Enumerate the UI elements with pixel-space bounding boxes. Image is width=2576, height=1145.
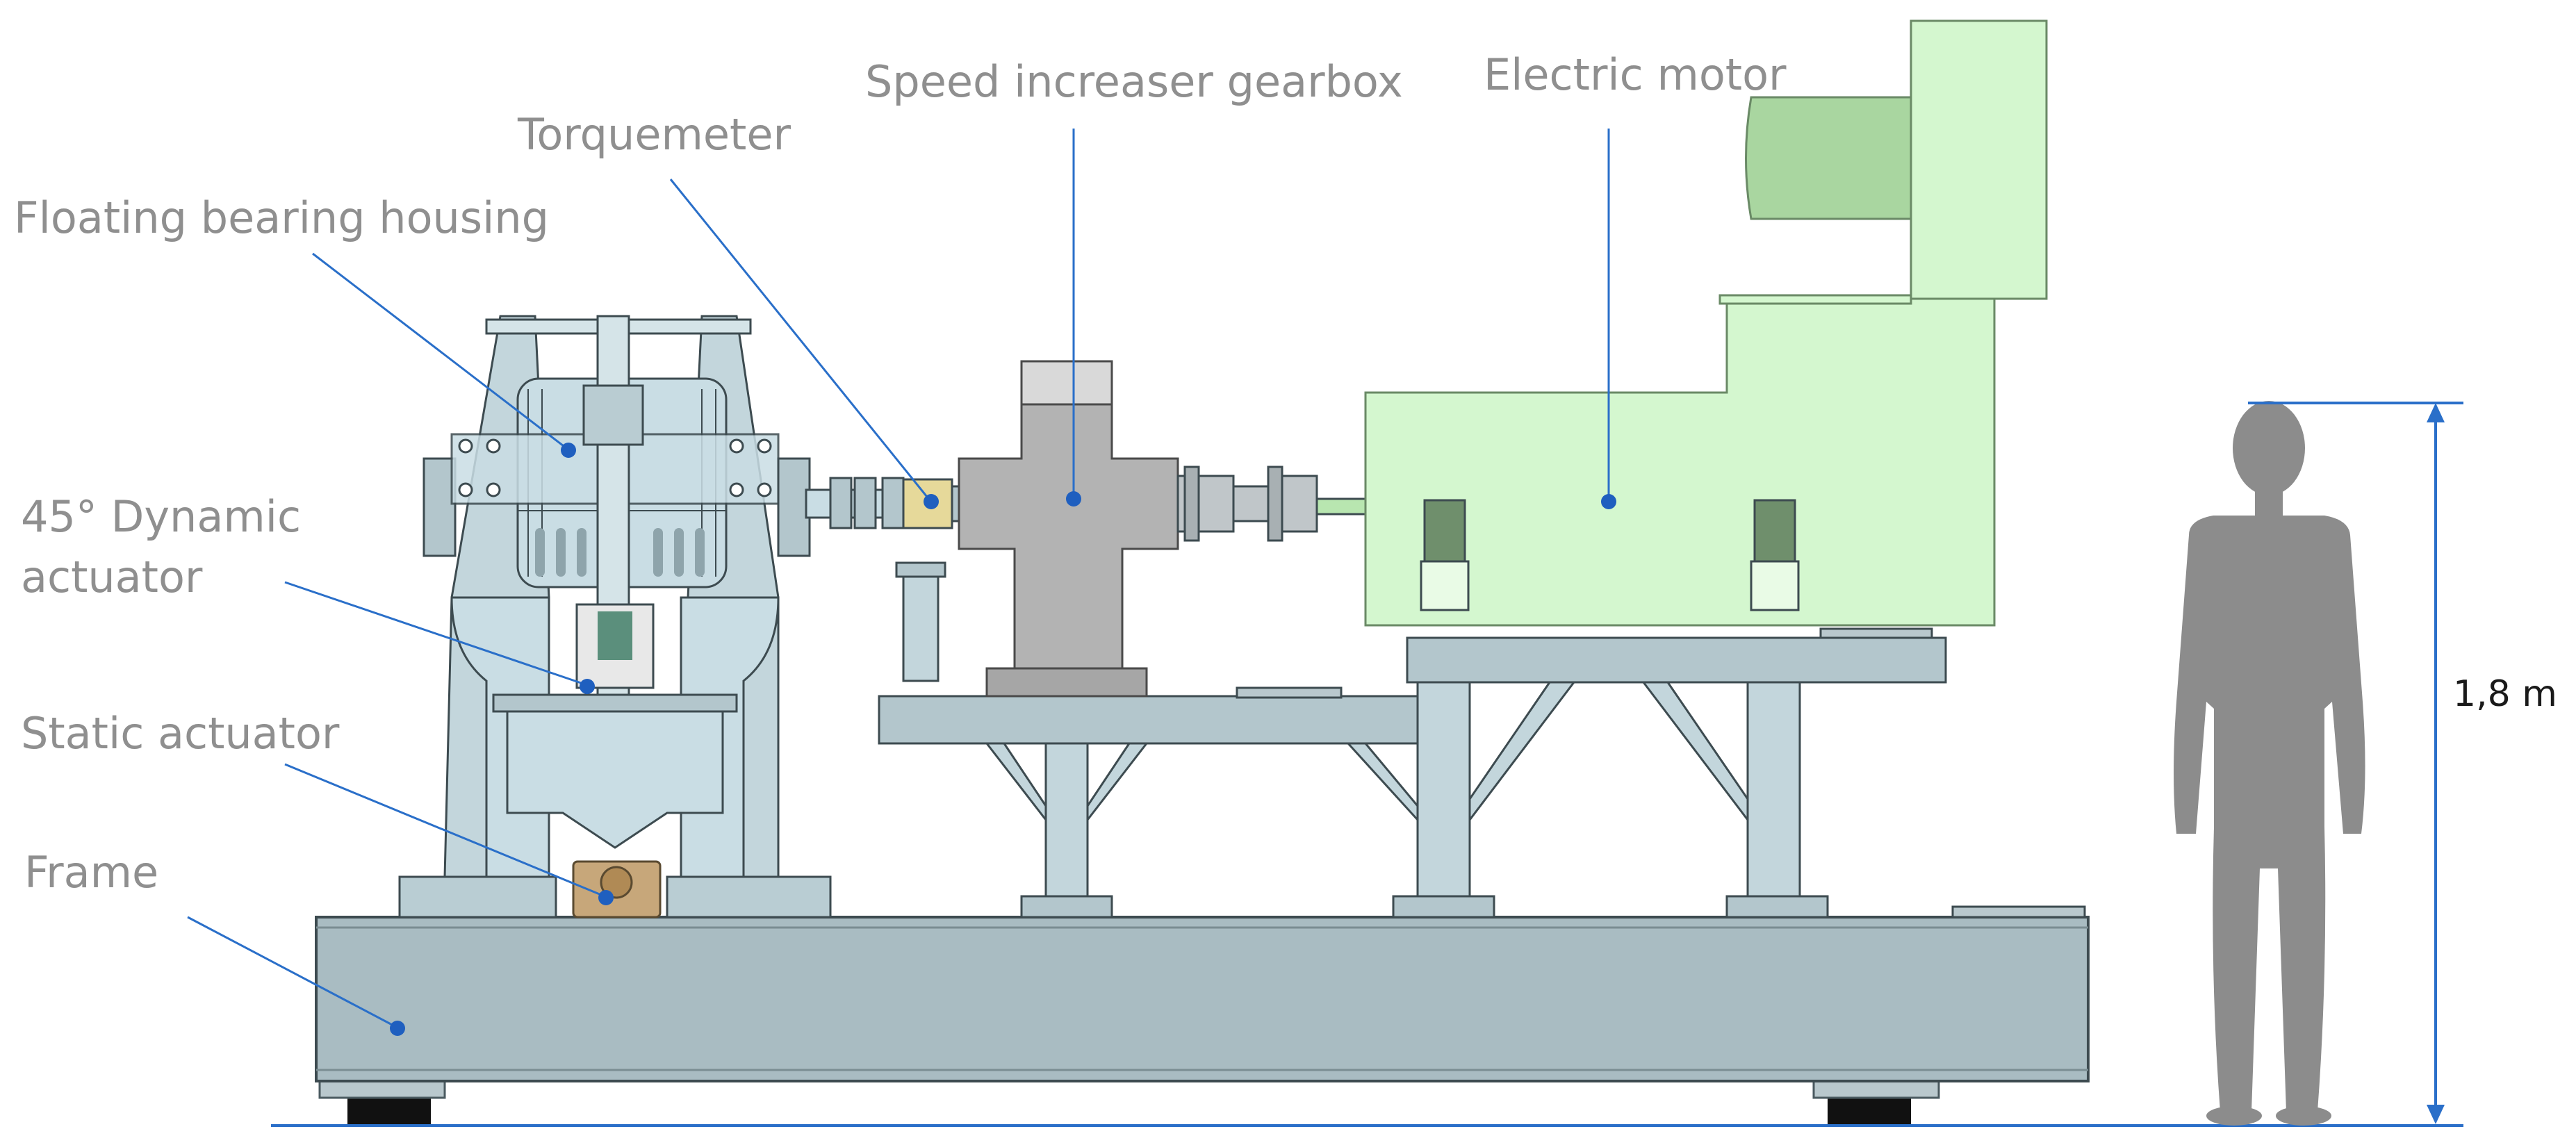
label-dynamic-actuator-line1: 45° Dynamic <box>21 491 302 542</box>
marker-torquemeter <box>924 494 939 509</box>
marker-frame <box>390 1021 405 1036</box>
leader-lines <box>187 129 1610 1028</box>
leader-dynamic-actuator <box>284 581 586 686</box>
frame-feet-left <box>347 1098 431 1124</box>
frame-feet-right <box>1828 1098 1911 1124</box>
human-silhouette <box>2174 401 2365 1126</box>
frame-foot-plate-right <box>1812 1080 1940 1099</box>
leader-torquemeter <box>669 179 931 501</box>
height-dimension-arrow <box>2248 402 2463 1124</box>
frame-assembly <box>315 905 2090 1124</box>
motor-coupling <box>1176 466 1367 542</box>
marker-floating-bearing-housing <box>561 443 576 458</box>
marker-gearbox <box>1066 491 1081 506</box>
gearbox-table <box>878 686 1419 919</box>
shaft-train <box>805 477 965 682</box>
label-height-dimension: 1,8 m <box>2453 673 2557 715</box>
electric-motor <box>1364 19 2048 627</box>
leader-frame <box>187 916 397 1028</box>
label-dynamic-actuator-line2: actuator <box>21 552 203 602</box>
label-speed-increaser-gearbox: Speed increaser gearbox <box>865 56 1403 107</box>
leader-markers <box>390 443 1616 1036</box>
motor-table <box>1392 627 1947 919</box>
label-electric-motor: Electric motor <box>1484 49 1787 100</box>
frame-beam <box>315 916 2090 1082</box>
leader-static-actuator <box>284 763 605 898</box>
gearbox <box>958 360 1179 698</box>
frame-foot-plate-left <box>318 1080 446 1099</box>
label-static-actuator: Static actuator <box>21 708 340 759</box>
label-torquemeter: Torquemeter <box>518 109 791 160</box>
marker-electric-motor <box>1601 494 1616 509</box>
floating-bearing-housing-assembly <box>398 315 832 919</box>
label-frame: Frame <box>24 847 159 898</box>
marker-dynamic-actuator <box>580 679 595 694</box>
marker-static-actuator <box>598 890 614 905</box>
label-floating-bearing-housing: Floating bearing housing <box>14 192 549 243</box>
leader-floating-bearing-housing <box>312 252 567 450</box>
